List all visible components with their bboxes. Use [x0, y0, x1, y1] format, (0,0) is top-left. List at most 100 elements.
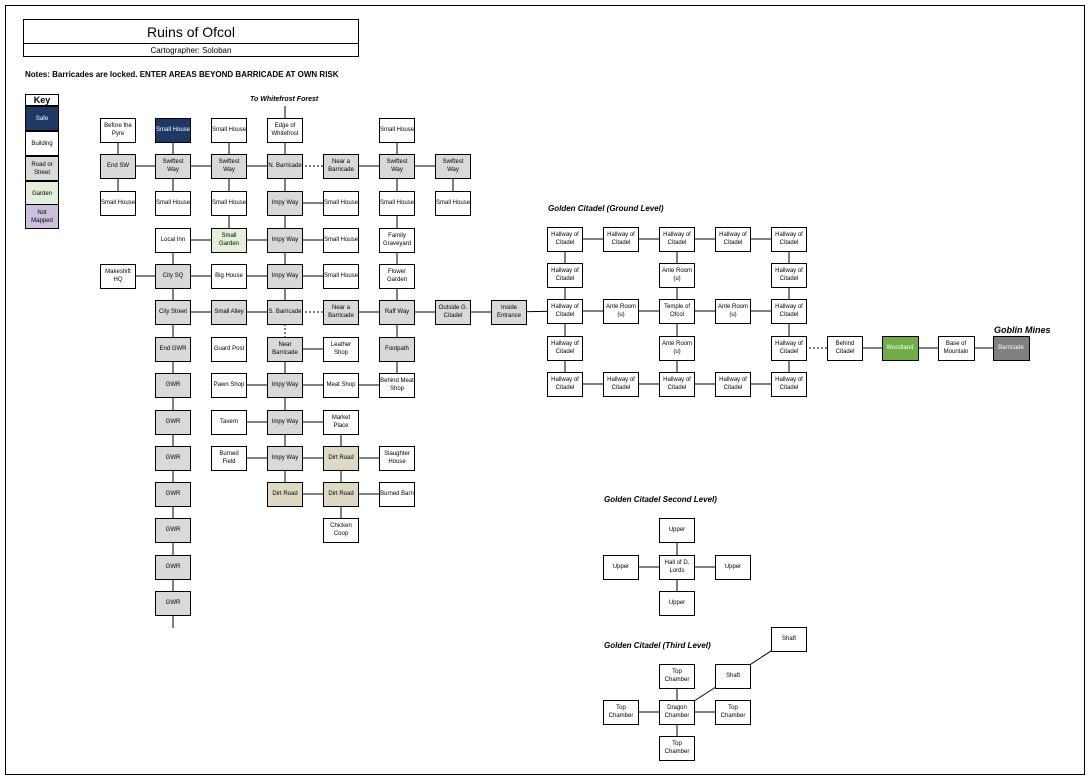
- node-hallway-r4c1: Hallway of Citadel: [547, 335, 583, 361]
- node-hallway-r2c1: Hallway of Citadel: [547, 262, 583, 288]
- node-hallway-r4c5: Hallway of Citadel: [771, 335, 807, 361]
- node-burned-field: Burned Field: [211, 445, 247, 471]
- node-small-house-c3r1: Small House: [211, 117, 247, 143]
- node-n-barricade: N. Barricade: [267, 153, 303, 179]
- node-ante-room-r2: Ante Room (u): [659, 262, 695, 288]
- node-swiftest-way-3: Swiftest Way: [379, 153, 415, 179]
- node-hall-of-d-lords: Hall of D. Lords: [659, 554, 695, 580]
- node-hallway-r5c3: Hallway of Citadel: [659, 371, 695, 397]
- label-goblin-mines: Goblin Mines: [994, 325, 1051, 335]
- node-swiftest-way-2: Swiftest Way: [211, 153, 247, 179]
- key-road-or-street: Road or Street: [25, 156, 59, 181]
- node-city-street: City Street: [155, 299, 191, 325]
- node-inside-entrance: Inside Entrance: [491, 299, 527, 325]
- node-ante-room-r3c2: Ante Room (u): [603, 298, 639, 324]
- node-shaft-mid: Shaft: [715, 663, 751, 689]
- title-box: Ruins of Ofcol Cartographer: Soloban: [23, 19, 359, 57]
- label-gc-second: Golden Citadel Second Level): [604, 495, 717, 504]
- node-hallway-r5c5: Hallway of Citadel: [771, 371, 807, 397]
- node-s-barricade: S. Barricade: [267, 299, 303, 325]
- node-edge-of-whitefrost: Edge of Whitefrost: [267, 117, 303, 143]
- node-gwr-1: GWR: [155, 372, 191, 398]
- key-garden: Garden: [25, 181, 59, 206]
- node-gwr-7: GWR: [155, 590, 191, 616]
- node-small-house-safe: Small House: [155, 117, 191, 143]
- node-top-chamber-top: Top Chamber: [659, 663, 695, 689]
- node-end-sw: End SW: [100, 153, 136, 179]
- label-to-whitefrost: To Whitefrost Forest: [250, 96, 319, 103]
- node-hallway-r1c3: Hallway of Citadel: [659, 226, 695, 252]
- node-raff-way: Raff Way: [379, 299, 415, 325]
- node-behind-meat-shop: Behind Meat Shop: [379, 372, 415, 398]
- node-end-gwr: End GWR: [155, 336, 191, 362]
- node-barricade: Barricade: [992, 335, 1030, 361]
- node-meat-shop: Meat Shop: [323, 372, 359, 398]
- node-hallway-r2c5: Hallway of Citadel: [771, 262, 807, 288]
- node-impy-way-6: Impy Way: [267, 445, 303, 471]
- node-gwr-6: GWR: [155, 554, 191, 580]
- node-swiftest-way-1: Swiftest Way: [155, 153, 191, 179]
- node-top-chamber-bottom: Top Chamber: [659, 735, 695, 761]
- node-market-place: Market Place: [323, 409, 359, 435]
- page-frame: [5, 5, 1085, 775]
- node-upper-left: Upper: [603, 554, 639, 580]
- node-dirt-road-3: Dirt Road: [323, 481, 359, 507]
- node-outside-g-citadel: Outside G. Citadel: [435, 299, 471, 325]
- node-gwr-2: GWR: [155, 409, 191, 435]
- label-gc-ground: Golden Citadel (Ground Level): [548, 204, 664, 213]
- node-hallway-r5c1: Hallway of Citadel: [547, 371, 583, 397]
- node-small-house-c6r1: Small House: [379, 117, 415, 143]
- node-temple-of-ofcol: Temple of Ofcol: [659, 298, 695, 324]
- node-ante-room-r4: Ante Room (u): [659, 335, 695, 361]
- node-pawn-shop: Pawn Shop: [211, 372, 247, 398]
- node-dirt-road-2: Dirt Road: [267, 481, 303, 507]
- node-top-chamber-right: Top Chamber: [715, 699, 751, 725]
- node-ante-room-r3c4: Ante Room (u): [715, 298, 751, 324]
- node-small-house-c7r3: Small House: [435, 190, 471, 216]
- node-leather-shop: Leather Shop: [323, 336, 359, 362]
- node-behind-citadel: Behind Citadel: [827, 335, 863, 361]
- key-title: Key: [25, 94, 59, 106]
- node-hallway-r3c5: Hallway of Citadel: [771, 298, 807, 324]
- notes: Notes: Barricades are locked. ENTER AREA…: [25, 70, 339, 79]
- node-family-graveyard: Family Graveyard: [379, 227, 415, 253]
- node-shaft-top: Shaft: [771, 626, 807, 652]
- node-small-house-c1r3: Small House: [100, 190, 136, 216]
- node-upper-top: Upper: [659, 517, 695, 543]
- node-small-house-c5r4: Small House: [323, 227, 359, 253]
- node-woodland: Woodland: [881, 335, 919, 361]
- node-near-barricade-s: Near a Barricade: [323, 299, 359, 325]
- node-tavern: Tavern: [211, 409, 247, 435]
- node-top-chamber-left: Top Chamber: [603, 699, 639, 725]
- node-hallway-r1c5: Hallway of Citadel: [771, 226, 807, 252]
- node-small-house-c5r3: Small House: [323, 190, 359, 216]
- node-base-of-mountain: Base of Mountain: [937, 335, 975, 361]
- node-near-barricade-n: Near a Barricade: [323, 153, 359, 179]
- node-city-sq: City SQ: [155, 263, 191, 289]
- node-hallway-r1c2: Hallway of Citadel: [603, 226, 639, 252]
- node-upper-bottom: Upper: [659, 590, 695, 616]
- node-upper-right: Upper: [715, 554, 751, 580]
- node-small-garden: Small Garden: [211, 227, 247, 253]
- node-hallway-r5c2: Hallway of Citadel: [603, 371, 639, 397]
- node-impy-way-5: Impy Way: [267, 409, 303, 435]
- node-impy-way-1: Impy Way: [267, 190, 303, 216]
- node-hallway-r1c4: Hallway of Citadel: [715, 226, 751, 252]
- node-hallway-r1c1: Hallway of Citadel: [547, 226, 583, 252]
- node-small-house-c2r3: Small House: [155, 190, 191, 216]
- node-makeshift-hq: Makeshift HQ: [100, 263, 136, 289]
- node-small-house-c3r3: Small House: [211, 190, 247, 216]
- node-small-house-c5r5: Small House: [323, 263, 359, 289]
- node-gwr-5: GWR: [155, 517, 191, 543]
- key-safe: Safe: [25, 106, 59, 131]
- map-title: Ruins of Ofcol: [24, 20, 358, 44]
- label-gc-third: Golden Citadel (Third Level): [604, 641, 711, 650]
- key-building: Building: [25, 131, 59, 156]
- node-big-house: Big House: [211, 263, 247, 289]
- node-small-alley: Small Alley: [211, 299, 247, 325]
- node-burned-barn: Burned Barn: [379, 481, 415, 507]
- node-footpath: Footpath: [379, 336, 415, 362]
- node-flower-garden: Flower Garden: [379, 263, 415, 289]
- node-guard-post: Guard Post: [211, 336, 247, 362]
